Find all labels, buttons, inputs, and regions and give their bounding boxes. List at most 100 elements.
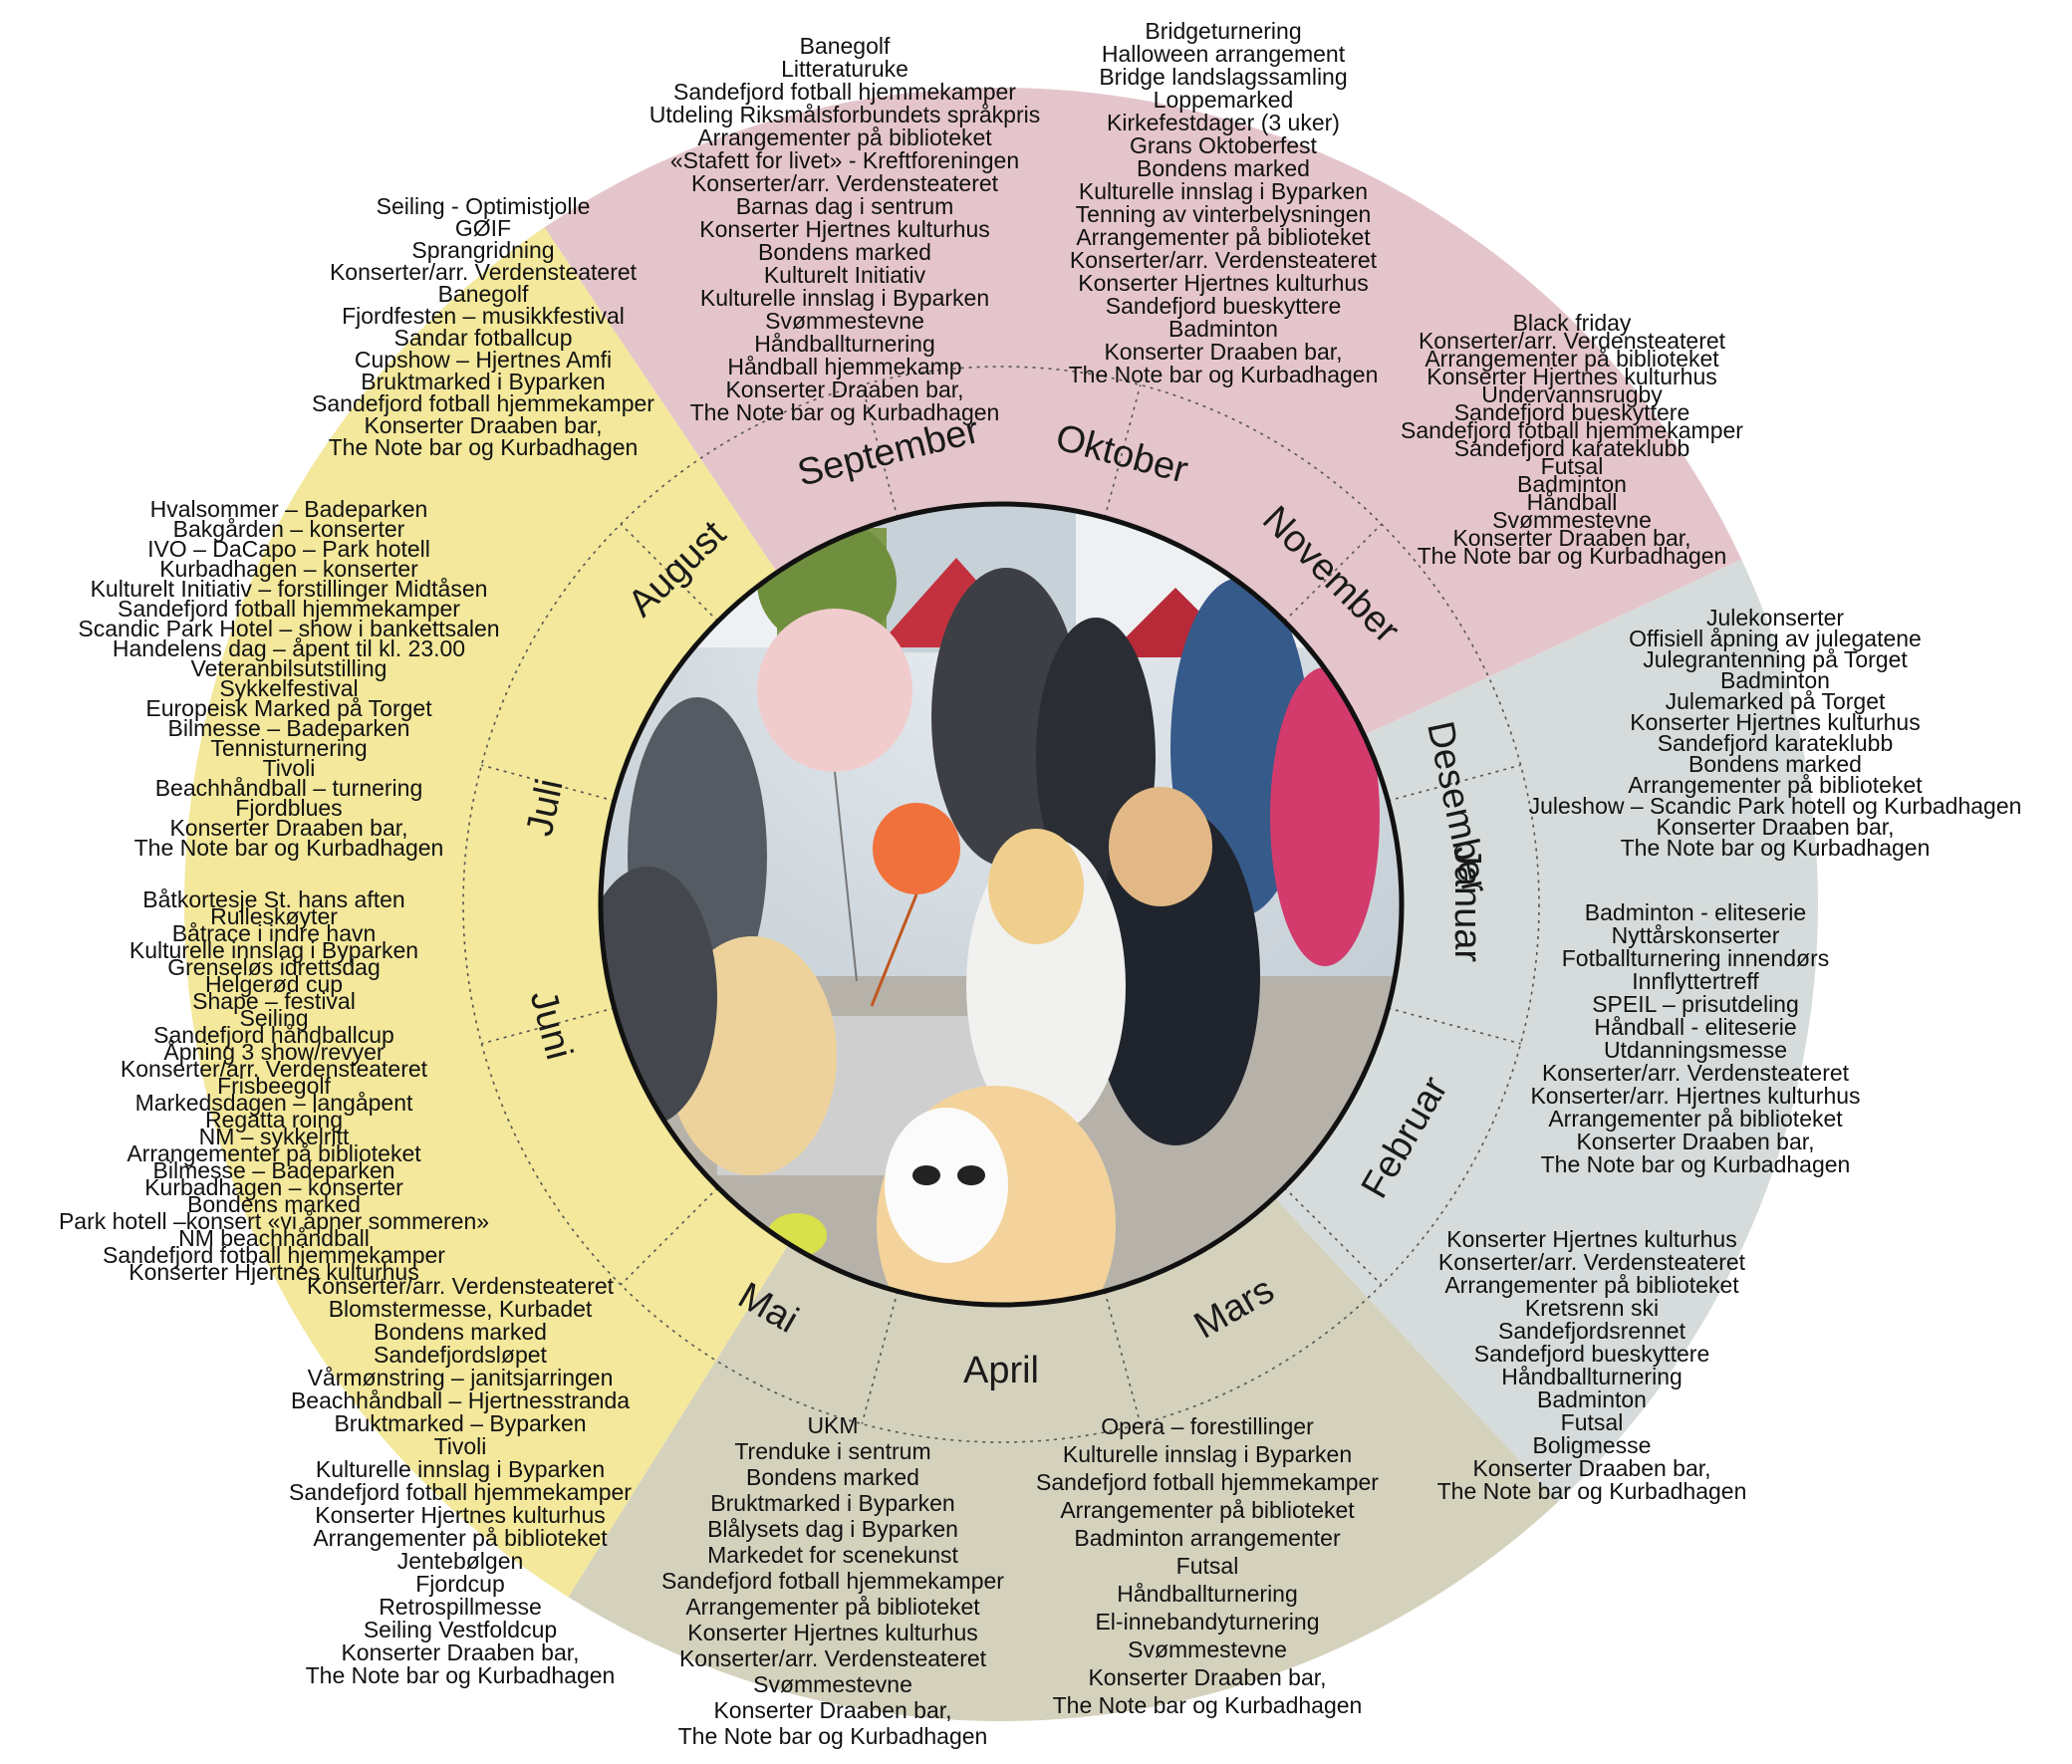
event-item: Konserter Hjertnes kulturhus	[1446, 1226, 1737, 1252]
event-item: Julekonserter	[1705, 605, 1845, 630]
event-item: The Note bar og Kurbadhagen	[328, 434, 639, 460]
event-item: Bondens marked	[187, 1191, 361, 1217]
season-sector-autumn	[544, 88, 1742, 904]
event-item: Kulturelle innslag i Byparken	[1062, 1441, 1353, 1467]
event-item: Boligmesse	[1532, 1432, 1652, 1458]
event-item: Håndballturnering	[1501, 1364, 1683, 1389]
event-item: Kretsrenn ski	[1524, 1295, 1660, 1321]
event-item: Black friday	[1512, 310, 1632, 336]
event-item: Håndballturnering	[754, 331, 935, 357]
event-item: Arrangementer på biblioteket	[1424, 346, 1719, 372]
event-item: Sandefjord fotball hjemmekamper	[312, 390, 654, 416]
event-item: Halloween arrangement	[1101, 41, 1346, 67]
event-item: The Note bar og Kurbadhagen	[689, 399, 1000, 425]
event-item: Konserter Draaben bar,	[713, 1697, 952, 1723]
event-item: Utdanningsmesse	[1603, 1037, 1788, 1063]
event-item: Arrangementer på biblioteket	[1444, 1272, 1739, 1298]
event-item: Grenseløs idrettsdag	[167, 954, 381, 980]
event-item: Arrangementer på biblioteket	[697, 125, 992, 150]
event-item: Konserter Draaben bar,	[725, 377, 964, 402]
event-item: Undervannsrugby	[1481, 381, 1663, 407]
event-item: Badminton	[1517, 471, 1627, 497]
event-item: Opera – forestillinger	[1101, 1413, 1314, 1439]
event-item: Futsal	[1175, 1553, 1239, 1579]
event-item: Konserter/arr. Verdensteateret	[1541, 1060, 1850, 1086]
season-sector-spring	[568, 904, 1559, 1721]
event-item: Arrangementer på biblioteket	[685, 1594, 980, 1620]
event-item: Seiling - Optimistjolle	[376, 193, 591, 219]
event-item: GØIF	[454, 215, 512, 241]
event-item: Bilmesse – Badeparken	[152, 1157, 395, 1183]
event-item: «Stafett for livet» - Kreftforeningen	[669, 147, 1020, 173]
event-item: Sandefjord håndballcup	[153, 1022, 394, 1048]
event-item: Sandefjord fotball hjemmekamper	[1036, 1469, 1379, 1495]
event-item: Bilmesse – Badeparken	[167, 715, 410, 741]
event-item: Badminton	[1537, 1386, 1647, 1412]
event-item: Innflyttertreff	[1632, 968, 1759, 994]
event-item: Europeisk Marked på Torget	[145, 695, 432, 721]
event-item: Bruktmarked i Byparken	[710, 1490, 955, 1516]
event-item: Badminton	[1168, 316, 1278, 342]
event-item: NM – sykkelritt	[198, 1124, 350, 1149]
event-item: Kirkefestdager (3 uker)	[1107, 110, 1340, 135]
event-item: Banegolf	[437, 281, 529, 307]
event-item: Kulturelt Initiativ	[763, 262, 926, 288]
event-item: Offisiell åpning av julegatene	[1629, 626, 1922, 651]
event-item: Svømmestevne	[1492, 507, 1652, 533]
event-item: Svømmestevne	[1128, 1637, 1287, 1662]
event-item: Båtrace i indre havn	[171, 920, 377, 946]
event-item: Sandar fotballcup	[393, 325, 573, 351]
event-item: Litteraturuke	[781, 56, 908, 82]
event-item: Badminton arrangementer	[1074, 1525, 1341, 1551]
event-item: Frisbeegolf	[217, 1073, 331, 1099]
event-item: Bridge landslagssamling	[1099, 64, 1348, 90]
event-item: Bakgården – konserter	[172, 516, 405, 542]
event-item: Fjordcup	[415, 1571, 505, 1597]
event-item: Kulturelle innslag i Byparken	[699, 285, 990, 311]
event-item: Konserter/arr. Verdensteateret	[678, 1645, 987, 1671]
event-item: Konserter Draaben bar,	[1104, 339, 1343, 365]
event-item: Konserter/arr. Verdensteateret	[329, 259, 638, 285]
season-sector-winter	[1001, 559, 1818, 1502]
event-item: Shape – festival	[192, 988, 356, 1014]
event-item: Loppemarked	[1153, 87, 1294, 113]
event-item: Badminton	[1720, 667, 1830, 693]
event-item: Sandefjord fotball hjemmekamper	[661, 1568, 1004, 1594]
event-item: Konserter Draaben bar,	[169, 815, 408, 841]
event-item: Sandefjord fotball hjemmekamper	[118, 596, 460, 622]
event-item: Konserter Draaben bar,	[1088, 1664, 1327, 1690]
event-item: The Note bar og Kurbadhagen	[1540, 1151, 1851, 1177]
event-item: Konserter/arr. Verdensteateret	[1069, 247, 1378, 273]
event-item: SPEIL – prisutdeling	[1592, 991, 1799, 1017]
event-item: The Note bar og Kurbadhagen	[1417, 543, 1727, 569]
event-item: Arrangementer på biblioteket	[1628, 772, 1923, 798]
event-item: Åpning 3 show/revyer	[163, 1039, 385, 1065]
event-item: Grans Oktoberfest	[1130, 132, 1317, 158]
event-item: Barnas dag i sentrum	[735, 193, 954, 219]
event-item: The Note bar og Kurbadhagen	[677, 1723, 988, 1749]
event-item: NM beachhåndball	[178, 1225, 370, 1251]
event-item: Konserter/arr. Verdensteateret	[1418, 328, 1726, 354]
event-item: The Note bar og Kurbadhagen	[1620, 835, 1931, 861]
event-item: Beachhåndball – turnering	[154, 775, 423, 801]
event-item: Jentebølgen	[396, 1548, 524, 1574]
event-item: Arrangementer på biblioteket	[313, 1525, 608, 1551]
month-label-januar: Januar	[1446, 847, 1488, 963]
event-item: Sandefjord karateklubb	[1453, 435, 1690, 461]
event-item: Banegolf	[799, 33, 891, 59]
event-item: Konserter/arr. Verdensteateret	[120, 1056, 428, 1082]
event-item: Trenduke i sentrum	[734, 1438, 931, 1464]
event-item: Markedsdagen – langåpent	[134, 1090, 413, 1116]
event-item: Fjordblues	[235, 795, 343, 821]
event-item: Vårmønstring – janitsjarringen	[307, 1365, 614, 1390]
event-item: Kurbadhagen – konserter	[144, 1174, 403, 1200]
event-item: The Note bar og Kurbadhagen	[133, 835, 444, 861]
event-item: Konserter Hjertnes kulturhus	[1078, 270, 1369, 296]
event-item: Futsal	[1540, 453, 1604, 479]
